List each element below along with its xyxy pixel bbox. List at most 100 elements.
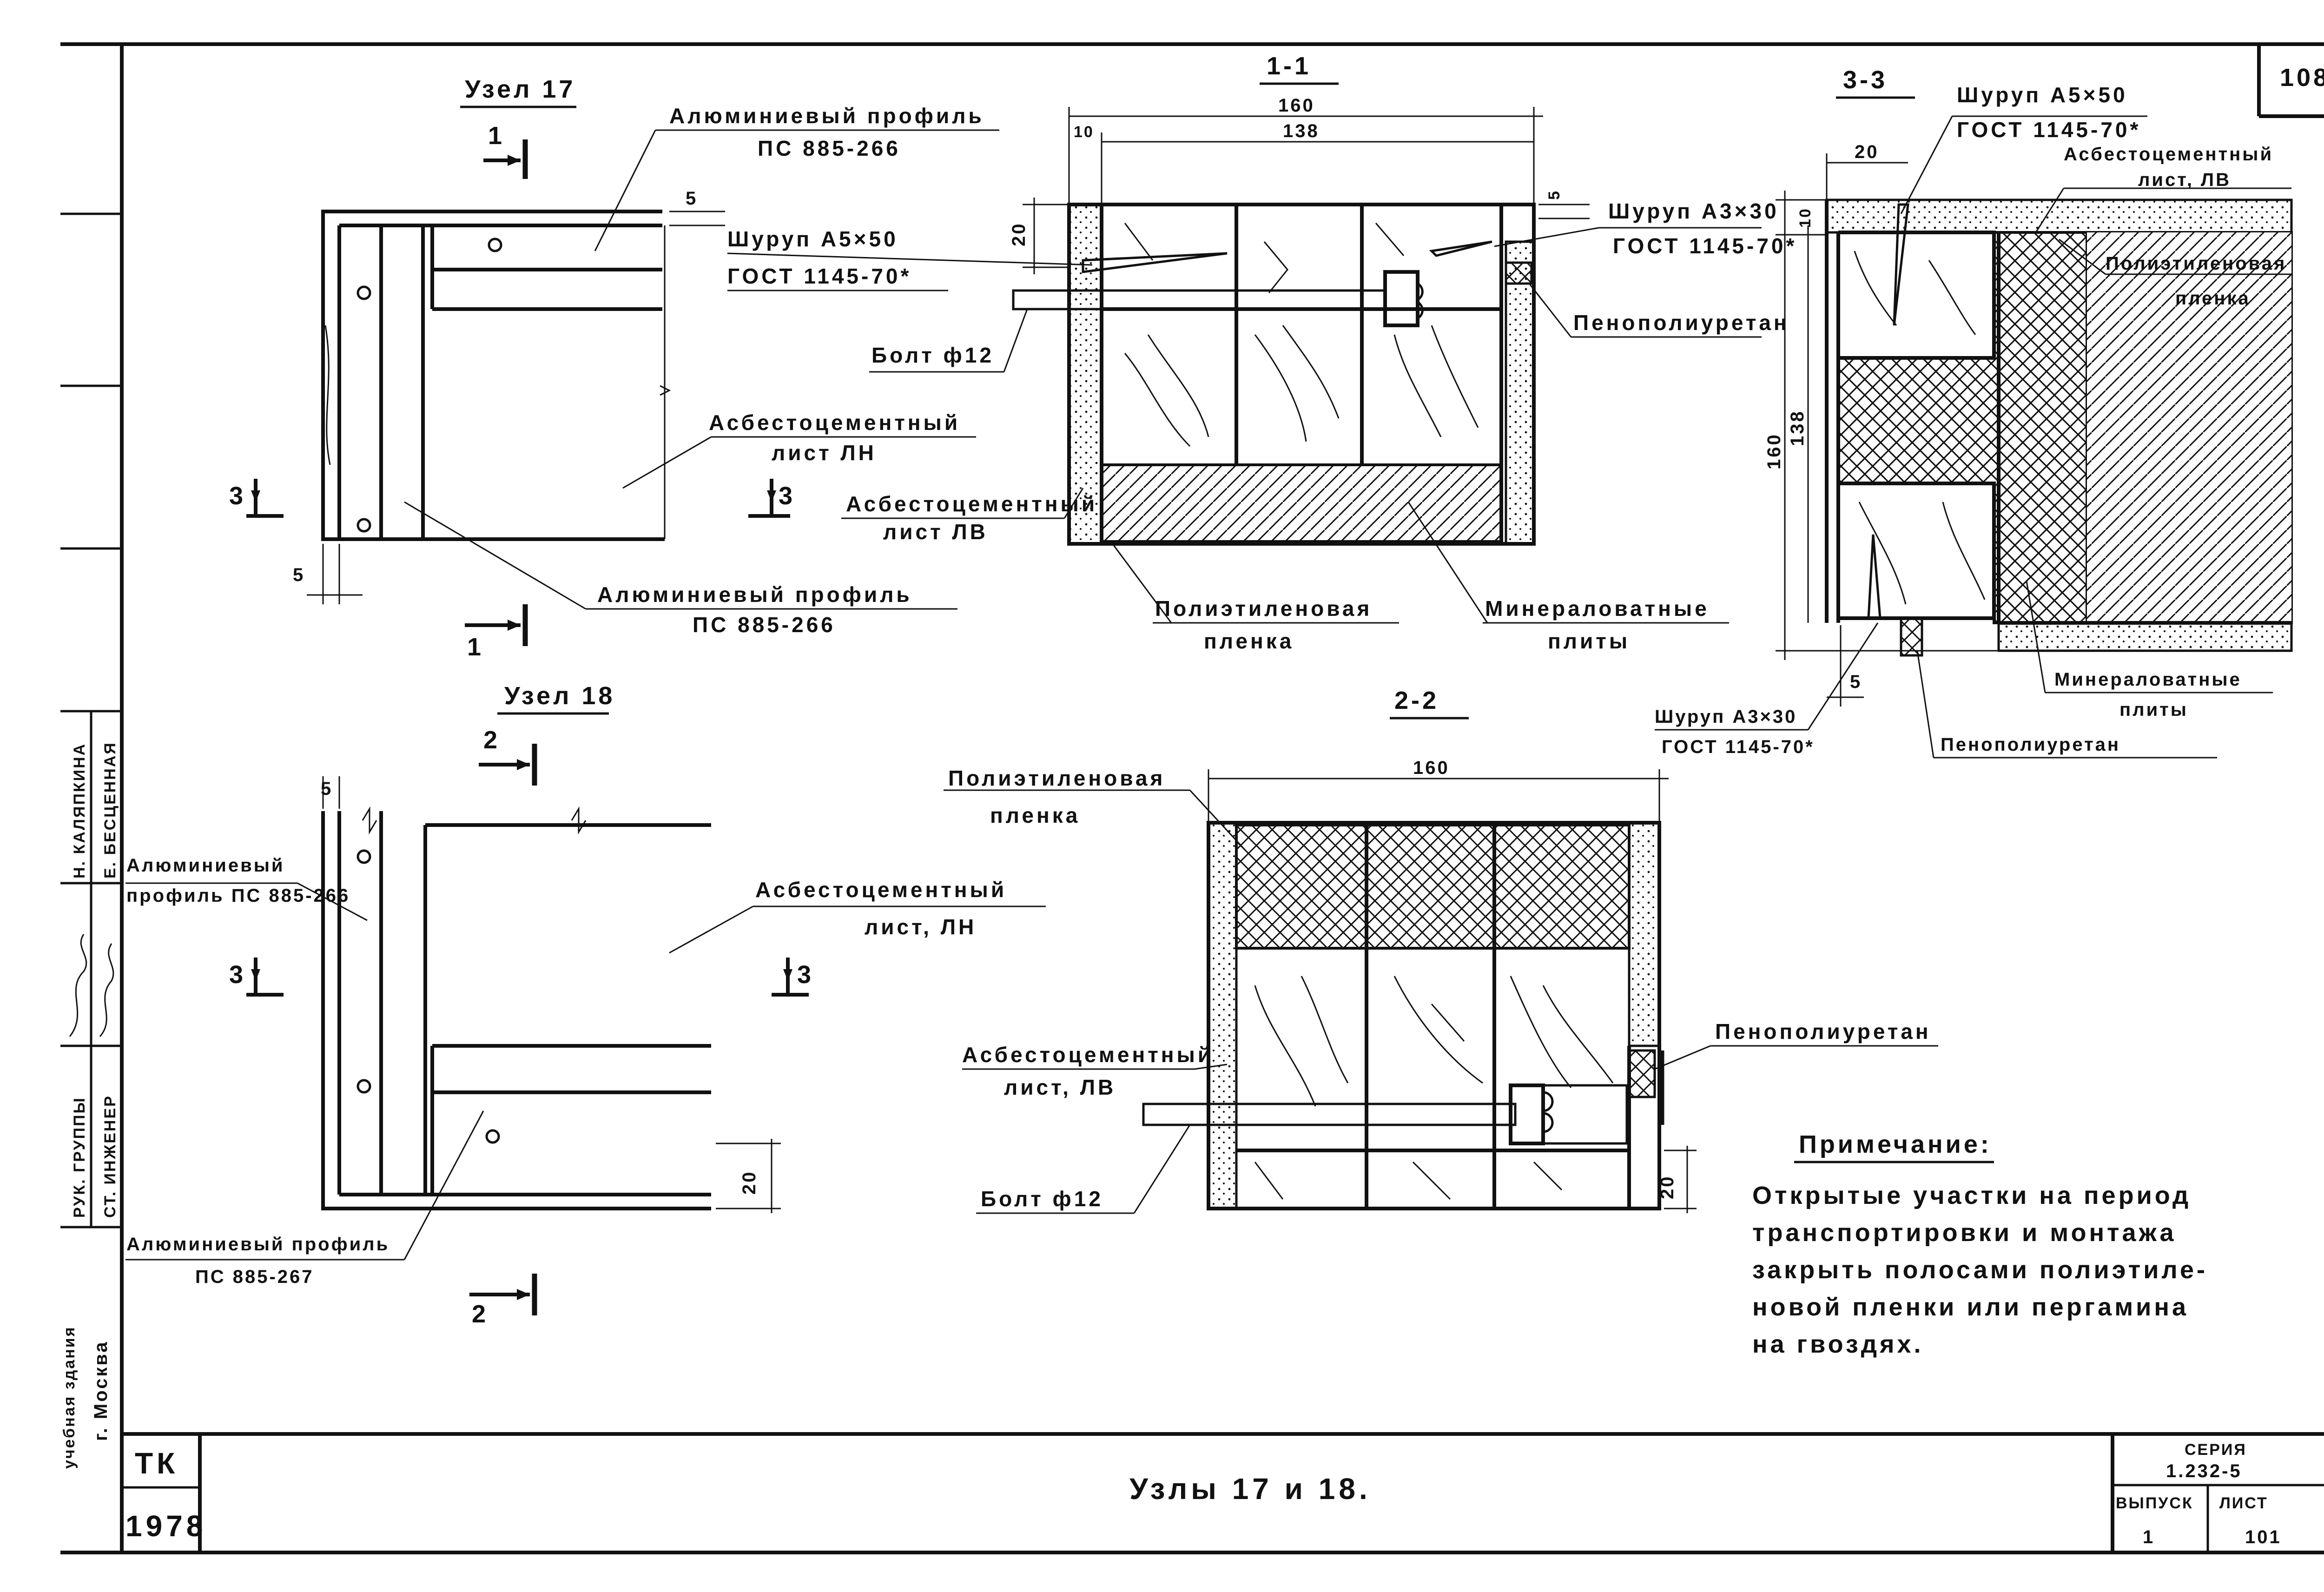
node-18-profile-label: Алюминиевый: [126, 855, 284, 876]
s11-mineral: Минераловатные: [1485, 596, 1710, 621]
name-2: Е. БЕСЦЕННАЯ: [101, 741, 119, 879]
signature-2: [99, 943, 114, 1037]
s11-dim-20: 20: [1009, 222, 1029, 247]
section-1-1-title: 1-1: [1267, 52, 1311, 80]
node-18-profile-bottom-code: ПС 885-267: [195, 1267, 314, 1287]
node-18-dim-20: 20: [739, 1170, 759, 1195]
node-18-drawing: Узел 18 2 2 3 3 5 20: [125, 682, 1046, 1328]
issue-value: 1: [2143, 1527, 2155, 1547]
series-label: СЕРИЯ: [2185, 1441, 2247, 1459]
s22-film: Полиэтиленовая: [948, 766, 1165, 790]
s22-foam: Пенополиуретан: [1715, 1019, 1931, 1044]
s33-mineral: Минераловатные: [2054, 669, 2242, 690]
title-block-bottom: ТК 1978 Узлы 17 и 18. СЕРИЯ 1.232-5 ВЫПУ…: [120, 1434, 2324, 1552]
cut-2-bottom-label: 2: [472, 1300, 489, 1328]
node-17-dim-5-bottom: 5: [293, 565, 305, 585]
note-line-3: закрыть полосами полиэтиле-: [1752, 1256, 2208, 1284]
node-18-dim-5: 5: [321, 779, 333, 799]
cut-2-top-label: 2: [483, 726, 500, 754]
note-line-4: новой пленки или пергамина: [1752, 1293, 2189, 1321]
s11-dim-10: 10: [1074, 123, 1094, 141]
s33-dim-138: 138: [1787, 410, 1808, 446]
cut-3-right-label: 3: [779, 482, 795, 510]
note-block: Примечание: Открытые участки на период т…: [1752, 1130, 2208, 1358]
s11-dim-160: 160: [1278, 95, 1315, 116]
sheet-label: ЛИСТ: [2219, 1494, 2268, 1512]
s11-screw-a3-std: ГОСТ 1145-70*: [1613, 234, 1797, 258]
s33-sheet-sub: лист, ЛВ: [2138, 170, 2231, 190]
name-1: Н. КАЛЯПКИНА: [71, 743, 88, 879]
role-engineer: СТ. ИНЖЕНЕР: [101, 1095, 119, 1218]
note-line-1: Открытые участки на период: [1752, 1182, 2191, 1209]
note-line-5: на гвоздях.: [1752, 1330, 1924, 1358]
node-18-sheet-label: Асбестоцементный: [755, 878, 1007, 902]
role-group-head: РУК. ГРУППЫ: [71, 1097, 88, 1218]
s11-dim-138: 138: [1283, 121, 1320, 141]
s33-dim-10: 10: [1796, 207, 1814, 228]
s33-screw-a3-std: ГОСТ 1145-70*: [1662, 737, 1815, 757]
s33-dim-160: 160: [1764, 433, 1784, 469]
s33-film: Полиэтиленовая: [2106, 253, 2286, 274]
s33-mineral-sub: плиты: [2119, 700, 2188, 720]
s11-dim-5: 5: [1545, 190, 1563, 200]
node-18-profile-bottom-label: Алюминиевый профиль: [126, 1234, 390, 1255]
note-line-2: транспортировки и монтажа: [1752, 1219, 2177, 1247]
section-3-3-title: 3-3: [1843, 66, 1888, 94]
sheet-title: Узлы 17 и 18.: [1129, 1472, 1371, 1506]
section-1-1-drawing: 1-1 160 138 10 20 5: [727, 52, 1797, 653]
s11-film-sub: пленка: [1204, 629, 1294, 653]
node-17-drawing: Узел 17 1 1 3 3 5: [229, 75, 999, 661]
s11-screw-a5: Шуруп А5×50: [727, 227, 898, 251]
node-18-profile-sub: профиль ПС 885-266: [126, 885, 350, 906]
series-value: 1.232-5: [2166, 1461, 2242, 1481]
section-2-2-title: 2-2: [1394, 687, 1439, 714]
node-17-profile-top-label: Алюминиевый профиль: [669, 104, 984, 128]
section-2-2-drawing: 2-2 160 20 Полиэтиленовая пленка Пе: [944, 687, 1938, 1214]
node-17-sheet-sub: лист ЛН: [772, 441, 877, 465]
node-18-title: Узел 18: [504, 682, 615, 710]
s11-bolt: Болт ф12: [872, 343, 994, 367]
s22-bolt: Болт ф12: [981, 1187, 1103, 1211]
title-block-left: РУК. ГРУППЫ СТ. ИНЖЕНЕР Н. КАЛЯПКИНА Е. …: [60, 741, 119, 1469]
node-17-title: Узел 17: [465, 75, 575, 103]
org-line-2: г. Москва: [91, 1340, 111, 1441]
node-17-profile-bottom-label: Алюминиевый профиль: [597, 582, 912, 607]
cut-3-left-label-18: 3: [229, 961, 246, 989]
issue-label: ВЫПУСК: [2116, 1494, 2193, 1512]
s11-film: Полиэтиленовая: [1155, 596, 1372, 621]
sheet-value: 101: [2245, 1527, 2282, 1547]
section-3-3-drawing: 3-3 20 10 160 138 Шуруп А5×50 Г: [1655, 66, 2293, 759]
node-17-profile-top-code: ПС 885-266: [758, 136, 901, 160]
s33-screw-a3: Шуруп А3×30: [1655, 707, 1797, 727]
s11-sheet-sub: лист ЛВ: [883, 520, 988, 544]
s33-screw-a5-std: ГОСТ 1145-70*: [1957, 118, 2141, 142]
node-17-dim-5-top: 5: [686, 188, 698, 209]
s33-sheet: Асбестоцементный: [2064, 144, 2273, 165]
cut-1-top-label: 1: [488, 122, 505, 150]
signature-1: [69, 934, 87, 1037]
s22-film-sub: пленка: [990, 803, 1080, 827]
s33-film-sub: пленка: [2175, 288, 2251, 309]
s33-dim-20: 20: [1855, 142, 1879, 162]
node-17-sheet-label: Асбестоцементный: [709, 410, 960, 435]
cut-3-left-label: 3: [229, 482, 246, 510]
s33-foam: Пенополиуретан: [1941, 734, 2120, 755]
sheet-number-box: 108: [2257, 44, 2324, 118]
cut-1-bottom-label: 1: [467, 633, 484, 661]
s33-screw-a5: Шуруп А5×50: [1957, 83, 2128, 107]
node-18-sheet-sub: лист, ЛН: [865, 915, 977, 939]
tk-year: 1978: [125, 1509, 206, 1543]
s33-dim-5: 5: [1850, 672, 1862, 692]
s22-sheet: Асбестоцементный: [962, 1043, 1214, 1067]
s22-sheet-sub: лист, ЛВ: [1004, 1075, 1116, 1099]
s11-sheet: Асбестоцементный: [846, 492, 1097, 516]
tk-code: ТК: [135, 1447, 178, 1480]
s11-screw-a5-std: ГОСТ 1145-70*: [727, 264, 911, 288]
cut-3-right-label-18: 3: [797, 961, 814, 989]
s11-mineral-sub: плиты: [1548, 629, 1630, 653]
s22-dim-160: 160: [1413, 758, 1450, 778]
node-17-profile-bottom-code: ПС 885-266: [693, 613, 836, 637]
s22-dim-20: 20: [1657, 1175, 1677, 1200]
org-line-1: учебная здания: [60, 1326, 78, 1469]
